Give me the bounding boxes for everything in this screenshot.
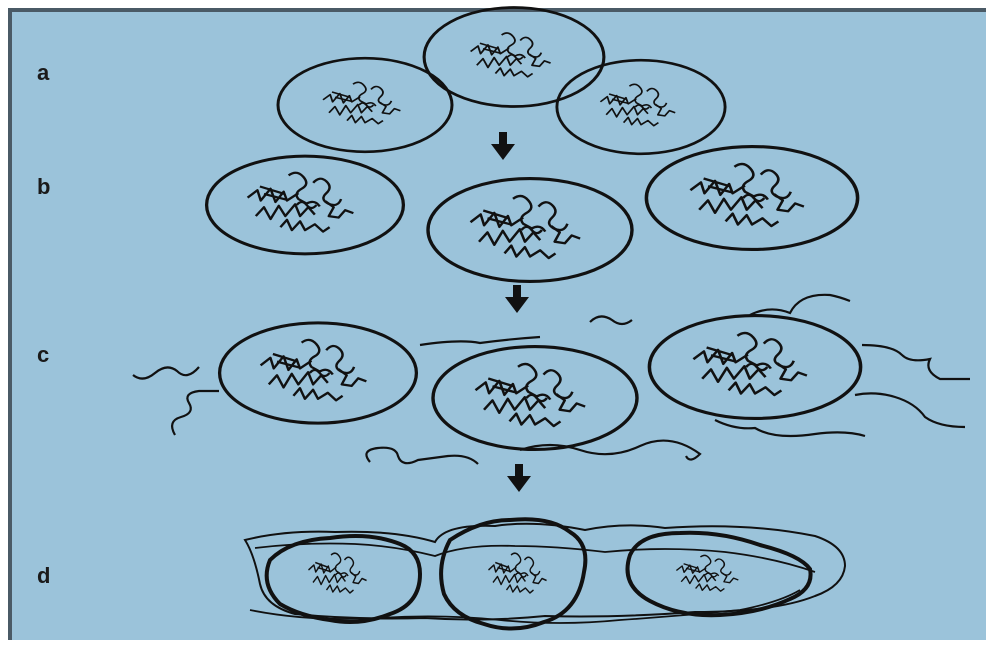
particle-b-right [646, 147, 857, 250]
row-d-film [245, 519, 845, 628]
row-a-particles [278, 7, 725, 153]
particle-d-center [441, 519, 585, 628]
particle-c-right [649, 316, 860, 419]
down-arrow-icon [507, 464, 531, 492]
down-arrow-icon [491, 132, 515, 160]
particle-a-center [424, 7, 604, 106]
particle-d-right [628, 533, 811, 615]
particle-a-right [557, 60, 725, 154]
row-c-particles [133, 295, 970, 464]
down-arrow-icon [505, 285, 529, 313]
particle-b-center [428, 179, 632, 282]
particle-c-left [220, 323, 417, 423]
particle-b-left [207, 156, 404, 254]
row-c-free-chains [133, 295, 970, 464]
row-b-particles [207, 147, 858, 282]
particle-a-left [278, 58, 452, 152]
particle-c-center [433, 347, 637, 450]
